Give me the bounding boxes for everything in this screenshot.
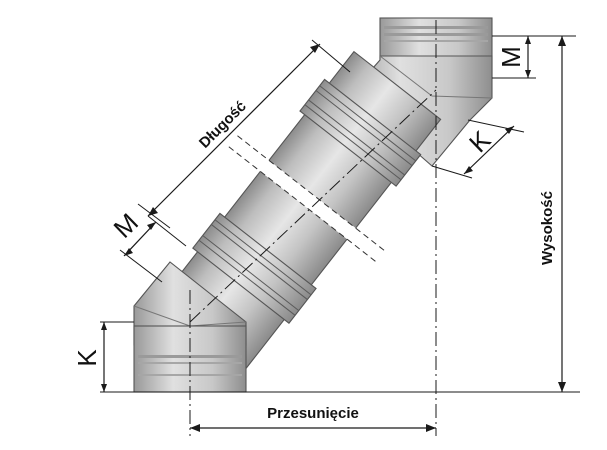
top-elbow-seam bbox=[379, 55, 493, 99]
length-arrow-bottom bbox=[148, 207, 158, 216]
left-k-label: K bbox=[72, 349, 102, 367]
axis-lines bbox=[189, 20, 437, 436]
offset-arrow-right bbox=[426, 424, 436, 432]
length-dim-line bbox=[147, 43, 321, 217]
left-k-dimension: K bbox=[72, 321, 134, 392]
coupling-ring bbox=[304, 104, 402, 181]
upper-coupling bbox=[299, 78, 422, 187]
left-k-arrow-top bbox=[101, 322, 107, 330]
diagonal-pipe bbox=[157, 50, 442, 371]
coupling-ring bbox=[202, 235, 300, 311]
top-m-arrow-top bbox=[525, 36, 531, 44]
top-k-ext-b bbox=[431, 165, 473, 179]
coupling-ring bbox=[210, 224, 308, 300]
left-k-arrow-bottom bbox=[101, 384, 107, 392]
lower-coupling bbox=[192, 212, 317, 324]
top-m-label: M bbox=[496, 46, 526, 68]
coupling-ring bbox=[198, 239, 296, 316]
length-arrow-top bbox=[310, 44, 320, 53]
break-line bbox=[228, 146, 379, 265]
top-k-arrow-a bbox=[505, 126, 514, 134]
top-k-dim-line bbox=[463, 125, 515, 175]
diagonal-axis bbox=[189, 89, 437, 323]
top-k-label: K bbox=[463, 124, 497, 158]
height-dimension: Wysokość bbox=[492, 35, 576, 392]
top-collar-ring bbox=[384, 40, 488, 42]
coupling-ring bbox=[308, 99, 406, 176]
top-k-ext-a bbox=[467, 119, 525, 133]
left-m-arrow-a bbox=[147, 222, 156, 230]
coupling-ring bbox=[214, 219, 312, 296]
height-arrow-top bbox=[558, 36, 566, 46]
break-line bbox=[237, 135, 388, 254]
offset-arrow-left bbox=[190, 424, 200, 432]
top-collar-ring bbox=[384, 33, 488, 36]
top-m-dimension: M bbox=[492, 36, 536, 79]
coupling-ring bbox=[315, 90, 413, 166]
height-arrow-bottom bbox=[558, 382, 566, 392]
break-gap bbox=[224, 132, 392, 267]
left-m-ext-a bbox=[147, 215, 187, 247]
top-k-arrow-b bbox=[464, 166, 473, 174]
height-label: Wysokość bbox=[539, 191, 556, 265]
top-m-arrow-bottom bbox=[525, 70, 531, 78]
offset-dimension: Przesunięcie bbox=[190, 405, 436, 432]
left-m-label: M bbox=[108, 207, 144, 244]
coupling-ring bbox=[319, 85, 417, 162]
offset-label: Przesunięcie bbox=[267, 405, 359, 422]
left-m-ext-b bbox=[119, 249, 163, 283]
bottom-collar-body bbox=[133, 325, 247, 393]
length-ext-bottom bbox=[137, 203, 171, 229]
bottom-collar bbox=[133, 325, 247, 393]
left-m-arrow-b bbox=[124, 248, 133, 256]
